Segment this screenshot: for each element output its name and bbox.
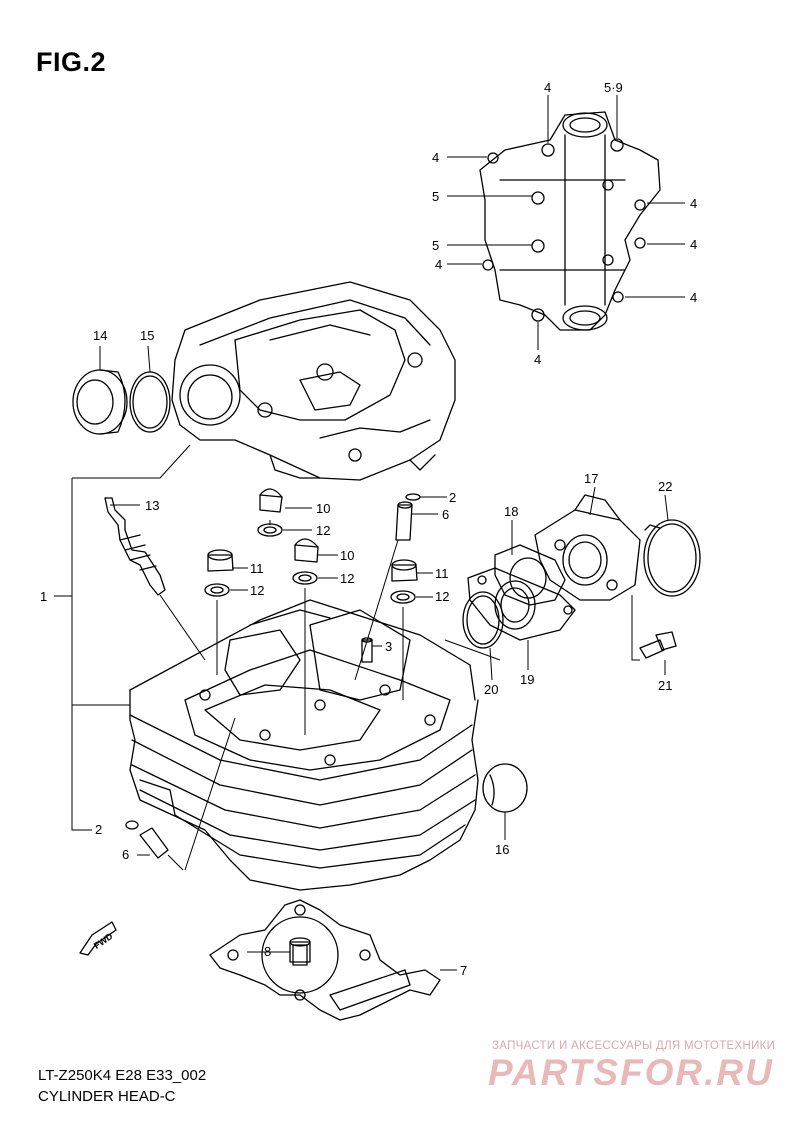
callout-5: 5	[432, 238, 439, 253]
bolt-21	[639, 631, 677, 659]
head-gasket	[209, 899, 441, 1021]
diagram-caption: CYLINDER HEAD-C	[38, 1088, 176, 1105]
intake-pipe-17	[534, 494, 641, 601]
callout-2: 2	[95, 822, 102, 837]
pin-6-upper	[395, 493, 421, 541]
washer-12b	[292, 571, 318, 585]
cover-gasket	[479, 111, 661, 331]
callout-20: 20	[484, 682, 498, 697]
callout-7: 7	[460, 963, 467, 978]
cylinder-head-cover	[171, 281, 456, 481]
callout-labels: 4 5·9 4 5 5 4 4 4 4 4 14 15 1 13 10 12 1…	[40, 80, 697, 978]
figure-title: FIG.2	[36, 47, 107, 77]
o-ring-15	[129, 371, 171, 433]
callout-17: 17	[584, 471, 598, 486]
callout-5-9: 5·9	[604, 80, 623, 95]
cap-nut-10b	[294, 538, 319, 563]
callout-10: 10	[340, 548, 354, 563]
callout-12: 12	[250, 583, 264, 598]
callout-8: 8	[264, 944, 271, 959]
washer-12d	[390, 590, 416, 604]
flange-19	[467, 567, 576, 641]
callout-10: 10	[316, 501, 330, 516]
diagram-code: LT-Z250K4 E28 E33_002	[38, 1067, 207, 1084]
callout-12: 12	[340, 571, 354, 586]
callout-15: 15	[140, 328, 154, 343]
callout-4: 4	[690, 237, 697, 252]
callout-12: 12	[316, 523, 330, 538]
callout-14: 14	[93, 328, 107, 343]
callout-12: 12	[435, 589, 449, 604]
insulator-18	[494, 544, 566, 606]
callout-4: 4	[534, 352, 541, 367]
watermark-logo: PARTSFOR.RU	[488, 1052, 774, 1093]
callout-1: 1	[40, 589, 47, 604]
callout-19: 19	[520, 672, 534, 687]
callout-3: 3	[385, 639, 392, 654]
callout-21: 21	[658, 678, 672, 693]
callout-16: 16	[495, 842, 509, 857]
callout-4: 4	[435, 257, 442, 272]
callout-22: 22	[658, 479, 672, 494]
o-ring-20	[462, 591, 504, 649]
clamp-22	[643, 519, 701, 597]
spark-plug	[104, 497, 166, 596]
callout-5: 5	[432, 189, 439, 204]
cap-14	[72, 369, 128, 435]
callout-6: 6	[442, 507, 449, 522]
washer-12a	[257, 523, 283, 537]
callout-11: 11	[250, 561, 264, 576]
callout-4: 4	[432, 150, 439, 165]
plug-16	[482, 763, 528, 813]
callout-11: 11	[435, 566, 449, 581]
callout-6: 6	[122, 847, 129, 862]
callout-4: 4	[690, 196, 697, 211]
pin-6-lower	[125, 820, 169, 859]
washer-12c	[204, 583, 230, 597]
cap-nut-10a	[259, 488, 283, 513]
nut-11a	[207, 549, 234, 572]
callout-2: 2	[449, 490, 456, 505]
callout-18: 18	[504, 504, 518, 519]
leader-lines	[54, 95, 685, 971]
forward-arrow-icon	[79, 921, 117, 956]
watermark-subtitle: ЗАПЧАСТИ И АКСЕССУАРЫ ДЛЯ МОТОТЕХНИКИ	[492, 1040, 776, 1052]
cylinder-head	[129, 599, 479, 891]
callout-13: 13	[145, 498, 159, 513]
dowel-8	[292, 944, 308, 966]
callout-4: 4	[690, 290, 697, 305]
nut-11b	[391, 559, 418, 582]
callout-4: 4	[544, 80, 551, 95]
